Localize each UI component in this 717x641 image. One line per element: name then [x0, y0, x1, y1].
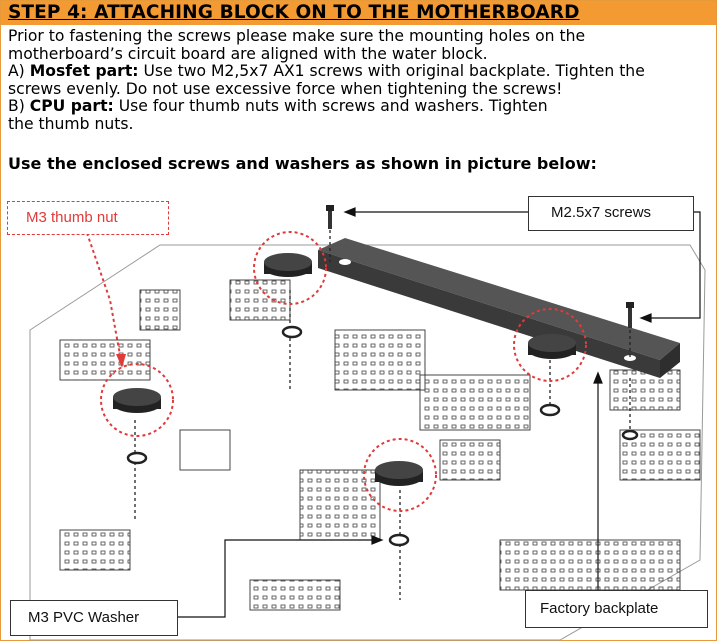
part-a-text: Use two M2,5x7 AX1 screws with original …	[138, 62, 645, 81]
highlight-circles	[100, 231, 587, 512]
part-b-line: B) CPU part: Use four thumb nuts with sc…	[8, 98, 708, 116]
instructions-block: Prior to fastening the screws please mak…	[8, 27, 708, 134]
part-b-line-2: the thumb nuts.	[8, 114, 134, 133]
part-a-line-2: screws evenly. Do not use excessive forc…	[8, 79, 563, 98]
callout-screws-label: M2.5x7 screws	[551, 204, 652, 221]
callout-thumb-nut: M3 thumb nut	[7, 201, 169, 235]
thumb-nut-icons	[113, 253, 576, 486]
intro-line-1: Prior to fastening the screws please mak…	[8, 27, 586, 45]
part-b-text: Use four thumb nuts with screws and wash…	[113, 97, 548, 116]
part-b-label: CPU part:	[29, 97, 114, 116]
callout-washer-label: M3 PVC Washer	[28, 609, 140, 626]
step-title: STEP 4: ATTACHING BLOCK ON TO THE MOTHER…	[8, 2, 580, 23]
callout-leaders	[176, 207, 701, 618]
intro-line-2: motherboard’s circuit board are aligned …	[8, 44, 488, 63]
callout-backplate: Factory backplate	[525, 590, 708, 628]
part-a-prefix: A)	[8, 62, 30, 81]
step-header: STEP 4: ATTACHING BLOCK ON TO THE MOTHER…	[1, 1, 716, 25]
screw-icons	[326, 205, 634, 328]
callout-thumb-nut-label: M3 thumb nut	[26, 209, 118, 226]
illustration-subheading: Use the enclosed screws and washers as s…	[8, 154, 597, 173]
part-a-line: A) Mosfet part: Use two M2,5x7 AX1 screw…	[8, 62, 708, 81]
part-b-prefix: B)	[8, 97, 30, 116]
thumb-nut-leader	[86, 232, 121, 356]
callout-washer: M3 PVC Washer	[10, 600, 178, 636]
callout-backplate-label: Factory backplate	[540, 600, 659, 617]
part-a-label: Mosfet part:	[29, 62, 139, 81]
washer-icons	[126, 325, 639, 547]
thumb-nut-arrow	[116, 354, 126, 368]
callout-screws: M2.5x7 screws	[528, 196, 694, 231]
